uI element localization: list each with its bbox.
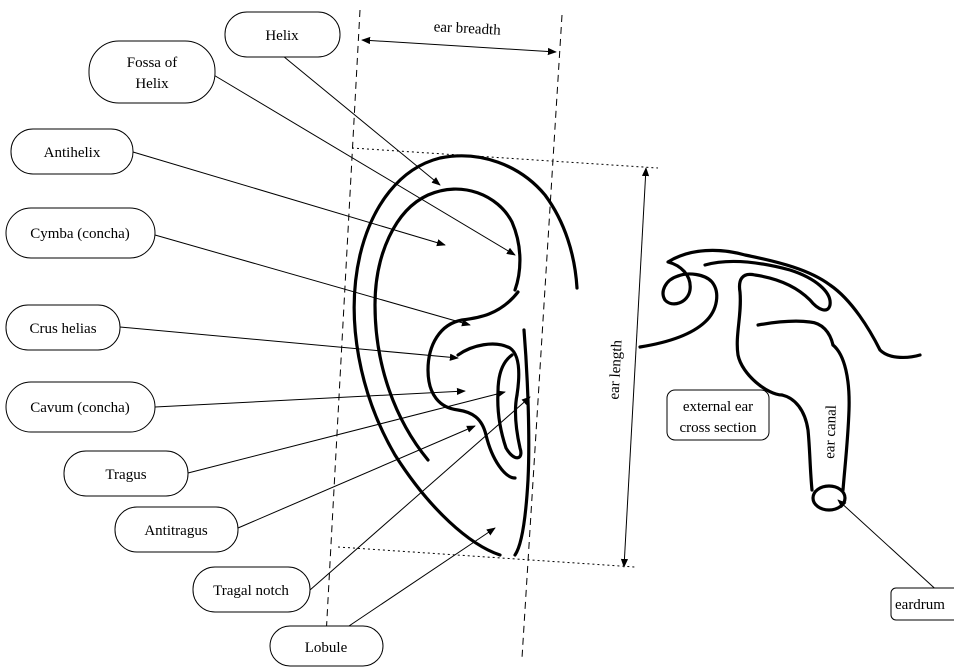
crus-helias-leader bbox=[120, 327, 458, 358]
external-ear-label-line1: external ear bbox=[683, 399, 753, 415]
outer-ear-drawing bbox=[354, 156, 577, 555]
ear-canal-label: ear canal bbox=[822, 405, 840, 459]
lobule-leader bbox=[343, 528, 495, 630]
eardrum-leader bbox=[838, 500, 942, 595]
helix-leader bbox=[283, 56, 440, 185]
antihelix-curve bbox=[428, 292, 518, 478]
cavum-leader bbox=[155, 391, 465, 407]
antitragus-label: Antitragus bbox=[144, 523, 207, 539]
cross-section-inner-top bbox=[705, 261, 830, 395]
antihelix-label: Antihelix bbox=[44, 145, 101, 161]
cymba-label: Cymba (concha) bbox=[30, 226, 130, 242]
leader-lines bbox=[120, 56, 942, 630]
ear-length-arrow bbox=[624, 168, 646, 567]
fossa-label-line2: Helix bbox=[135, 76, 169, 92]
fossa-label-box bbox=[89, 41, 215, 103]
external-ear-label-line2: cross section bbox=[679, 420, 757, 436]
cross-section-drawing bbox=[640, 250, 920, 510]
eardrum-ellipse bbox=[813, 486, 845, 510]
right-dashed-guide bbox=[522, 15, 562, 658]
fossa-label-line1: Fossa of bbox=[127, 55, 177, 71]
cross-section-middle-ridge bbox=[758, 321, 833, 345]
crus-helix-curve bbox=[458, 344, 519, 395]
helix-outer-curve bbox=[354, 156, 577, 555]
tragal-notch-leader bbox=[310, 397, 530, 590]
ear-length-label: ear length bbox=[606, 339, 625, 400]
helix-label: Helix bbox=[265, 28, 299, 44]
cymba-leader bbox=[155, 235, 470, 325]
ear-canal-left-wall bbox=[782, 395, 812, 490]
cross-section-outer bbox=[640, 274, 717, 347]
fossa-leader bbox=[212, 74, 515, 255]
label-boxes: Helix Fossa of Helix Antihelix Cymba (co… bbox=[6, 12, 954, 666]
eardrum-label: eardrum bbox=[895, 597, 945, 613]
antihelix-leader bbox=[133, 152, 445, 245]
ear-breadth-arrow bbox=[362, 40, 556, 52]
tragus-label: Tragus bbox=[105, 467, 146, 483]
cross-section-loop bbox=[663, 250, 920, 357]
crus-helias-label: Crus helias bbox=[29, 321, 96, 337]
cavum-label: Cavum (concha) bbox=[30, 400, 130, 416]
ear-breadth-label: ear breadth bbox=[433, 19, 501, 39]
lobule-label: Lobule bbox=[305, 640, 348, 656]
tragal-notch-label: Tragal notch bbox=[213, 583, 289, 599]
